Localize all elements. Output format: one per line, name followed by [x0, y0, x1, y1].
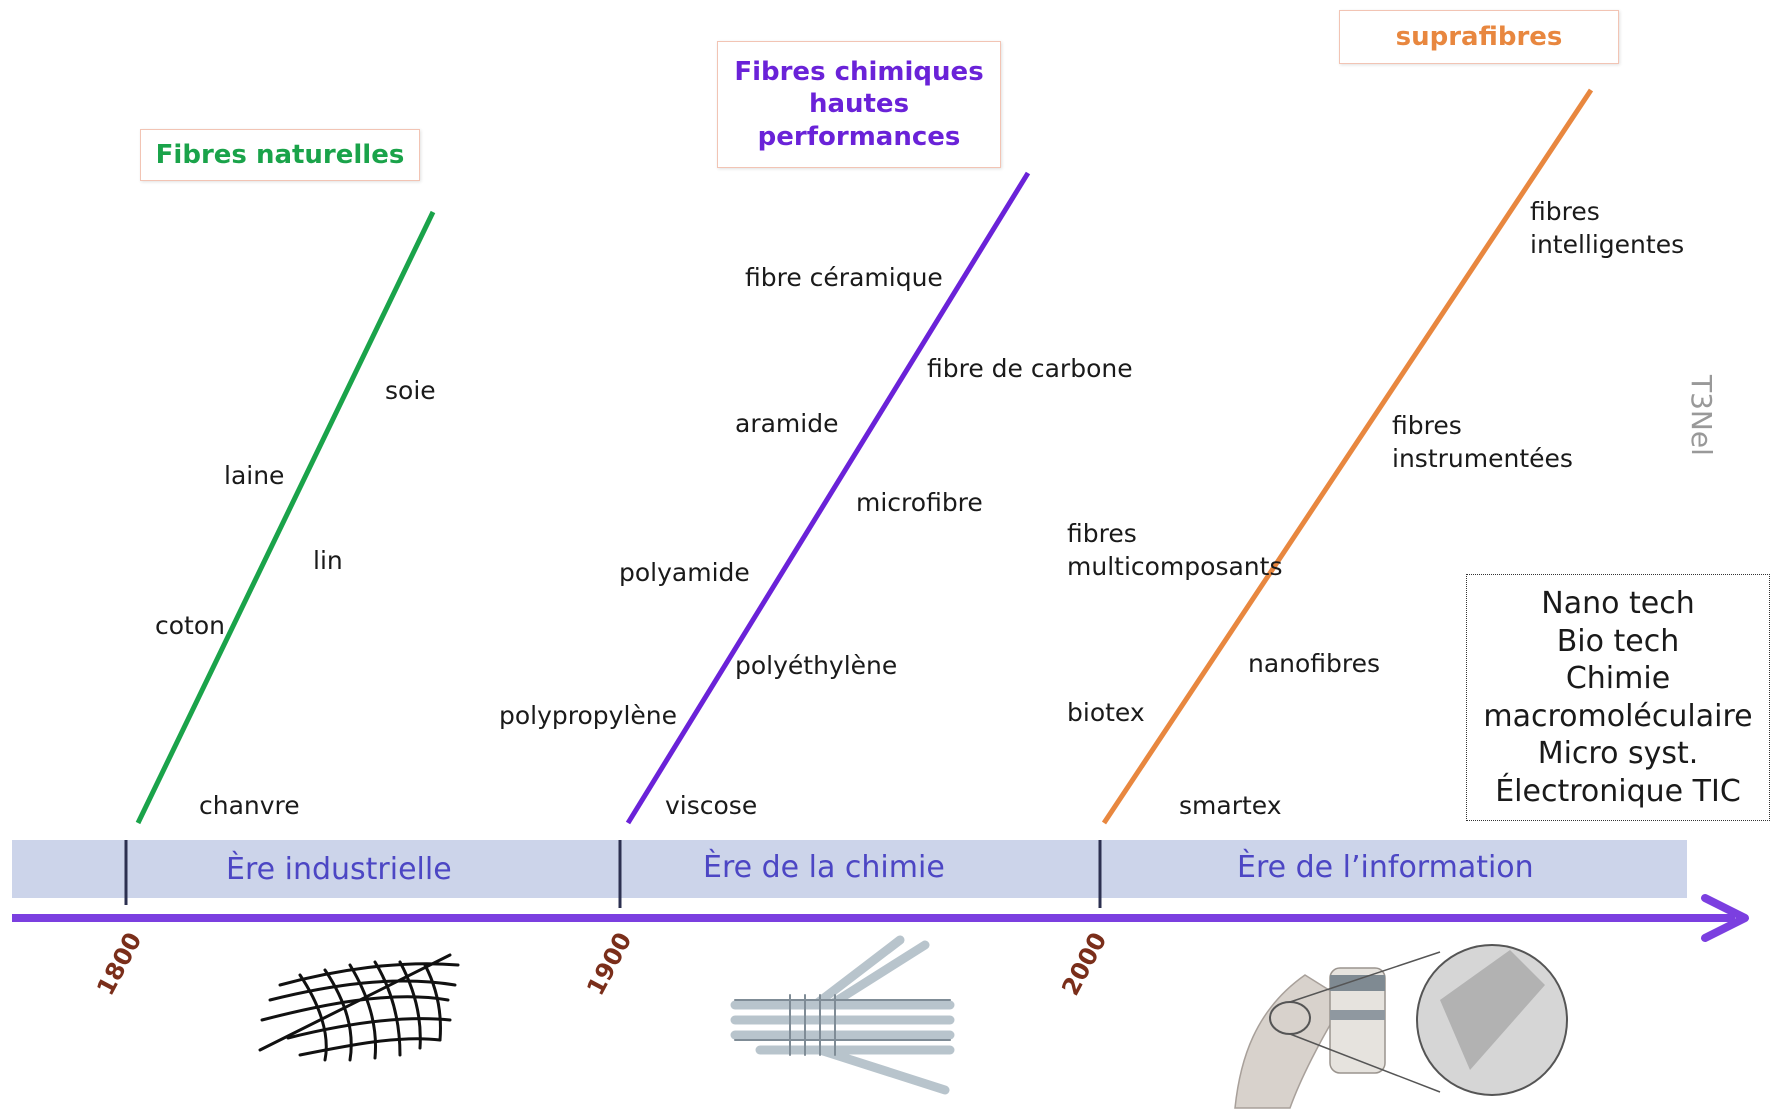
fibre-label-fibre-de-carbone: fibre de carbone	[927, 354, 1133, 383]
fibre-label-fibres-instrumentees: fibres instrumentées	[1392, 410, 1573, 475]
fibre-label-smartex: smartex	[1179, 791, 1282, 820]
suprafibres-title: suprafibres	[1395, 21, 1563, 52]
chemical-fibres-box: Fibres chimiques hautes performances	[717, 41, 1001, 168]
fibre-label-chanvre: chanvre	[199, 791, 300, 820]
era-label-industrielle: Ère industrielle	[226, 852, 452, 887]
suprafibres-box: suprafibres	[1339, 10, 1619, 64]
fibre-label-laine: laine	[224, 461, 285, 490]
technology-item: Électronique TIC	[1495, 773, 1741, 809]
fibre-label-line: fibres	[1067, 519, 1137, 548]
chemical-fibres-line	[625, 171, 1031, 825]
chemical-fibres-title-line1: Fibres chimiques	[734, 56, 984, 87]
watermark: T3Nel	[1685, 375, 1718, 456]
era-label-chimie: Ère de la chimie	[703, 850, 945, 885]
era-label-information: Ère de l’information	[1237, 850, 1534, 885]
fibre-label-polyethylene: polyéthylène	[735, 651, 898, 680]
chemical-fibres-title-line3: performances	[757, 121, 961, 152]
fibre-label-microfibre: microfibre	[856, 488, 983, 517]
fibre-label-line: fibres	[1392, 411, 1462, 440]
technology-item: macromoléculaire	[1483, 698, 1753, 734]
fibre-label-polypropylene: polypropylène	[499, 701, 678, 730]
time-arrow-head	[1701, 894, 1749, 942]
technology-item: Chimie	[1565, 661, 1671, 696]
fibre-label-lin: lin	[313, 546, 343, 575]
suprafibres-line	[1101, 88, 1594, 825]
fibre-label-viscose: viscose	[665, 791, 758, 820]
chemical-fibres-title-line2: hautes	[808, 89, 910, 120]
natural-fibres-title: Fibres naturelles	[155, 139, 405, 170]
textile-roll-icon	[1234, 944, 1568, 1109]
fibre-label-biotex: biotex	[1067, 698, 1145, 727]
era-band	[12, 840, 1687, 898]
fibre-label-line: multicomposants	[1067, 551, 1283, 581]
fibre-label-line: instrumentées	[1392, 443, 1573, 473]
technology-box: Nano tech Bio tech Chimie macromoléculai…	[1466, 574, 1770, 821]
fibre-label-fibre-ceramique: fibre céramique	[745, 263, 943, 292]
fibre-bundle-icon	[730, 935, 955, 1095]
fibre-label-fibres-multicomposants: fibres multicomposants	[1067, 518, 1282, 583]
fibre-label-coton: coton	[155, 611, 225, 640]
fibre-label-nanofibres: nanofibres	[1248, 649, 1381, 678]
fibre-label-aramide: aramide	[735, 409, 839, 438]
fibre-label-soie: soie	[385, 376, 436, 405]
technology-item: Nano tech	[1541, 586, 1695, 621]
technology-item: Micro syst.	[1537, 736, 1699, 771]
fibre-label-line: fibres	[1530, 197, 1600, 226]
technology-item: Bio tech	[1556, 623, 1680, 659]
fibre-label-fibres-intelligentes: fibres intelligentes	[1530, 196, 1684, 261]
natural-fibres-box: Fibres naturelles	[140, 129, 420, 181]
fibre-label-line: intelligentes	[1530, 229, 1685, 259]
woven-mesh-icon	[258, 953, 460, 1062]
fibre-label-polyamide: polyamide	[619, 558, 750, 587]
natural-fibres-line	[135, 210, 436, 825]
